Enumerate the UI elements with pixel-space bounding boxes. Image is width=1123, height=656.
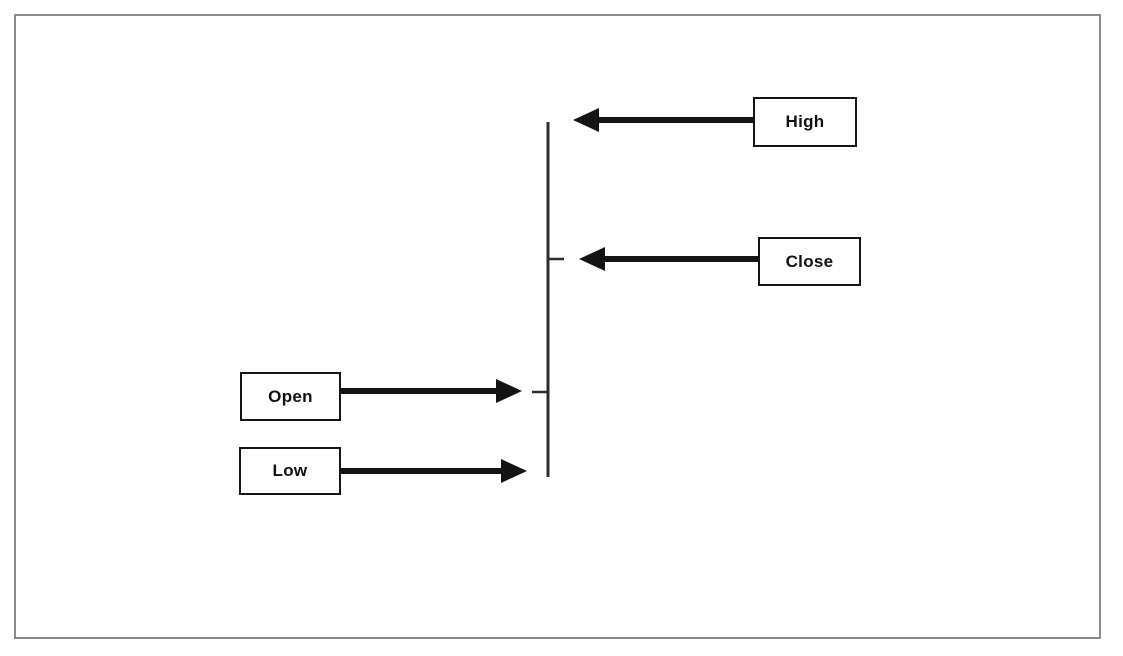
low-label-box: Low [239,447,341,495]
close-label: Close [785,251,834,271]
open-label-box: Open [240,372,341,421]
close-label-box: Close [758,237,861,286]
high-label: High [785,112,825,131]
low-label: Low [272,461,308,480]
high-arrow-icon [573,108,753,132]
open-arrow-icon [341,379,522,403]
close-arrow-icon [579,247,758,271]
open-label: Open [268,386,313,406]
diagram-frame [14,14,1101,639]
high-label-box: High [753,97,857,147]
low-arrow-icon [341,459,527,483]
